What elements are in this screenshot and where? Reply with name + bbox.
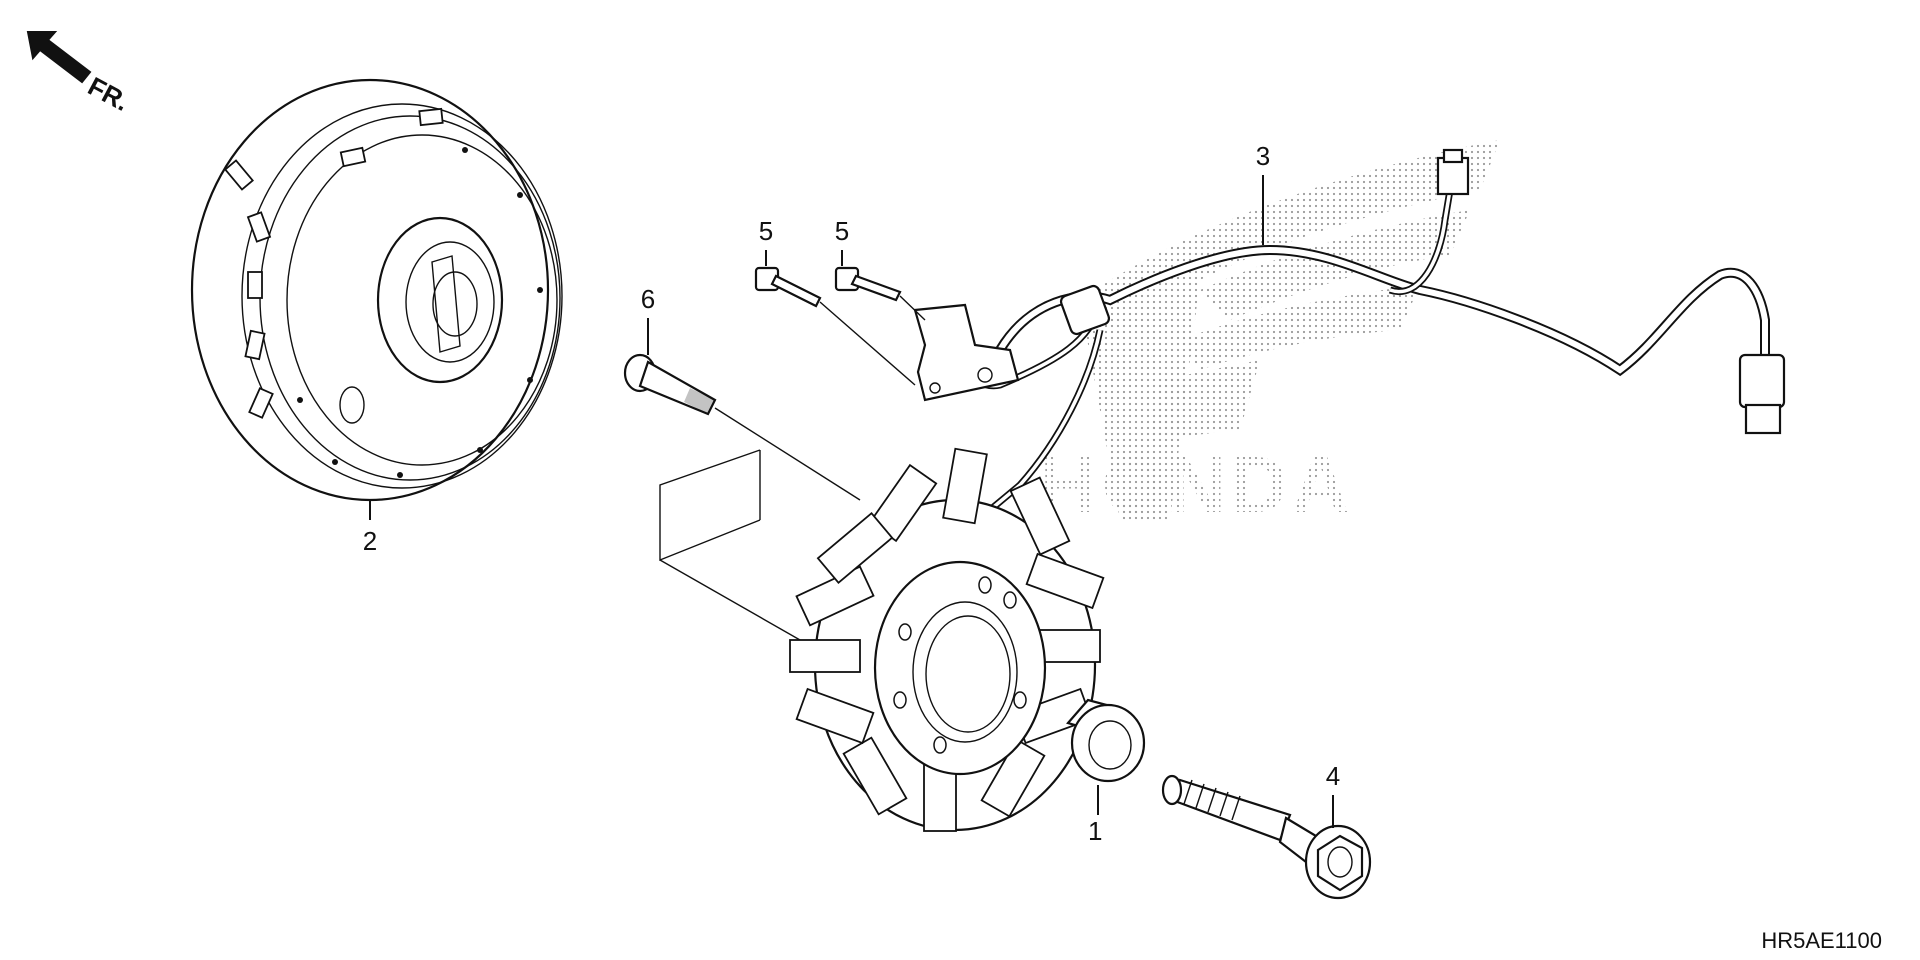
flange-bolt-part xyxy=(1161,774,1372,900)
flywheel-part xyxy=(190,78,563,520)
callout-4: 4 xyxy=(1326,761,1340,791)
screw-part-a xyxy=(754,250,916,386)
front-label: FR. xyxy=(83,71,134,117)
wire-harness-part xyxy=(913,148,1786,513)
watermark-text: HONDA xyxy=(1040,440,1353,529)
callout-2: 2 xyxy=(363,526,377,556)
honda-wing-watermark: HONDA xyxy=(1040,140,1500,529)
callout-1: 1 xyxy=(1088,816,1102,846)
screw-part-b xyxy=(834,250,926,321)
collar-part xyxy=(1066,698,1146,815)
callout-6: 6 xyxy=(641,284,655,314)
callout-3: 3 xyxy=(1256,141,1270,171)
callout-5a: 5 xyxy=(759,216,773,246)
stator-bolt-part xyxy=(623,318,861,641)
diagram-code: HR5AE1100 xyxy=(1761,928,1882,953)
callouts: 1 2 3 4 5 5 6 xyxy=(363,141,1340,846)
front-arrow-icon xyxy=(26,31,92,84)
callout-5b: 5 xyxy=(835,216,849,246)
front-direction-indicator: FR. xyxy=(26,31,134,117)
stator-part xyxy=(789,447,1105,832)
